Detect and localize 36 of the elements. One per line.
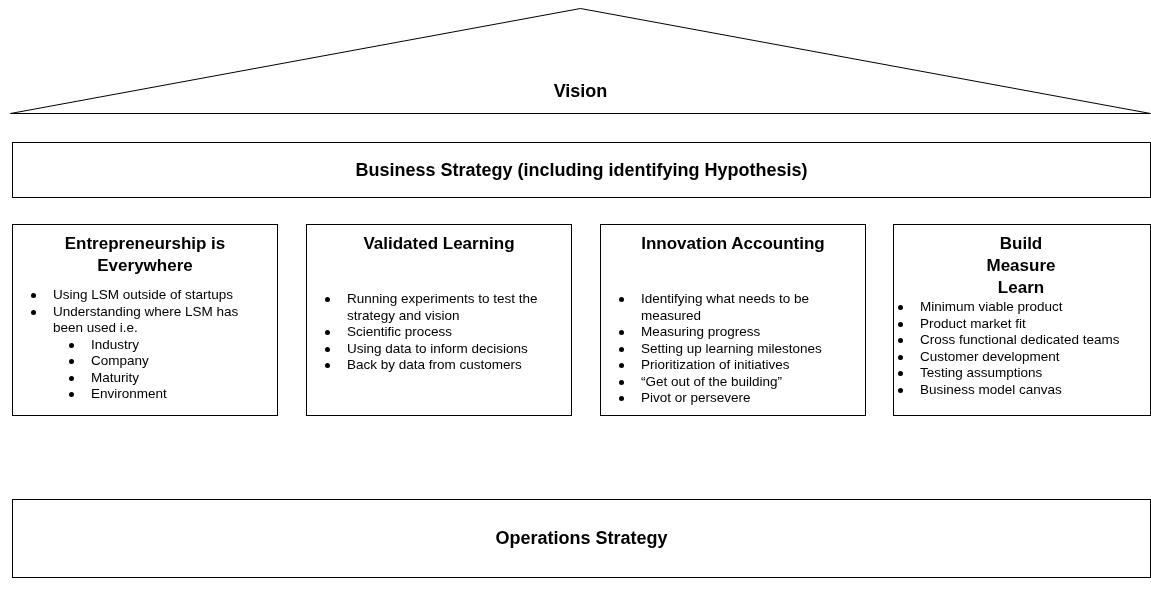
pillar-heading: Build Measure Learn: [985, 233, 1057, 299]
bullet-text: Industry: [91, 336, 140, 352]
roof-label: Vision: [553, 81, 608, 102]
pillar-box: [893, 224, 1151, 416]
bullet-text: Business model canvas: [920, 381, 1062, 397]
bullet-text: Back by data from customers: [347, 357, 522, 372]
pillar-heading: Validated Learning: [362, 233, 516, 255]
bullet-text: Testing assumptions: [920, 365, 1043, 380]
bullet-text: Using LSM outside of startups: [53, 287, 234, 302]
bullet-text: Setting up learning milestones: [641, 340, 822, 356]
bullet-text: Running experiments to test the strategy and vision: [347, 291, 538, 323]
pillar-heading: Innovation Accounting: [640, 233, 826, 255]
bullet-text: Prioritization of initiatives: [641, 357, 790, 372]
pillar-box: [306, 224, 572, 416]
band-label: Operations Strategy: [495, 528, 668, 549]
bullet-text: Cross functional dedicated teams: [920, 332, 1120, 347]
pillar-box: [600, 224, 866, 416]
strategy-band: [12, 142, 1151, 198]
bullet-text: Environment: [91, 386, 167, 401]
band-label: Business Strategy (including identifying Hypothesis): [355, 159, 808, 181]
bullet-text: Identifying what needs to be measured: [641, 291, 810, 323]
bullet-text: Customer development: [920, 348, 1060, 364]
bullet-text: “Get out of the building”: [641, 373, 783, 389]
bullet-text: Company: [91, 353, 149, 368]
roof-triangle: [10, 8, 1151, 114]
bullet-text: Product market fit: [920, 315, 1026, 331]
pillar-heading: Entrepreneurship is Everywhere: [63, 233, 227, 277]
strategy-band: [12, 499, 1151, 578]
bullet-text: Scientific process: [347, 324, 453, 339]
pillar-box: [12, 224, 278, 416]
bullet-text: Pivot or persevere: [641, 390, 751, 405]
bullet-text: Minimum viable product: [920, 299, 1063, 314]
bullet-text: Measuring progress: [641, 324, 761, 339]
bullet-text: Using data to inform decisions: [347, 340, 528, 356]
bullet-text: Maturity: [91, 369, 139, 385]
bullet-text: Understanding where LSM has been used i.e.: [53, 303, 239, 335]
